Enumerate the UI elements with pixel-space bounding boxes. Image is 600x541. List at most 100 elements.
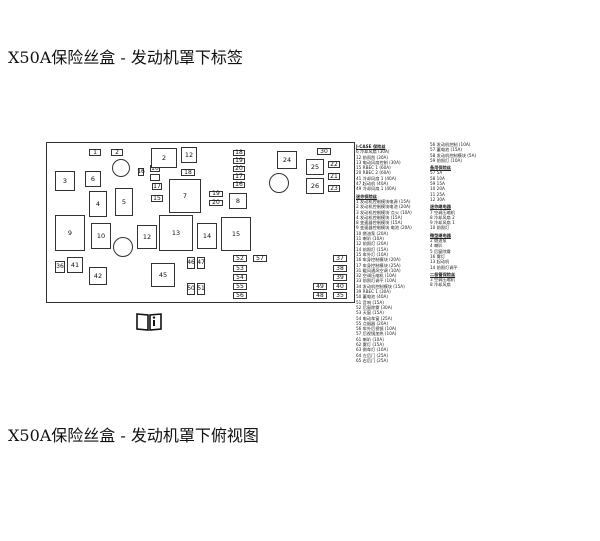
fuse-slot: 15 [151, 195, 163, 202]
fuse-slot: 22 [328, 161, 340, 168]
legend-entry: 7 空调压缩机 [430, 209, 455, 215]
relay-slot: 25 [306, 159, 324, 175]
fuse-slot: 35 [333, 292, 347, 299]
fuse-slot: 51 [197, 283, 205, 295]
fuse-slot: 52 [233, 255, 247, 262]
legend-entry: 51 音响 (15A) [356, 299, 384, 305]
fuse-slot: 53 [233, 265, 247, 272]
legend-entry: 16 雾灯 [430, 253, 446, 259]
fuse-slot: 49 [313, 283, 327, 290]
legend-entry: 57 5A [430, 170, 443, 176]
legend-entry: 52 后窗除雾 (30A) [356, 304, 393, 310]
relay-slot: 41 [67, 257, 83, 273]
legend-entry: 3 空调压缩机 [430, 277, 455, 283]
legend-entry: 13 起动机 [430, 259, 450, 265]
relay-slot: 13 [159, 215, 193, 251]
relay-slot: 2 [151, 148, 177, 168]
legend-entry: 8 变速器控制模块 (15A) [356, 220, 403, 226]
legend-entry: 8 冷却风扇 [430, 282, 451, 288]
legend-entry: 47 起动机 (40A) [356, 181, 389, 187]
legend-entry: 5 后窗除雾 [430, 248, 451, 254]
relay-slot: 5 [115, 188, 133, 216]
legend-entry: 2 发动机控制模块电池 (20A) [356, 204, 411, 210]
legend-entry: 11 喇叭 (10A) [356, 236, 384, 242]
fuse-slot: 56 [233, 292, 247, 299]
fuse-slot: 20 [233, 166, 245, 172]
page-heading-top-view: X50A保险丝盒 - 发动机罩下俯视图 [8, 426, 259, 445]
legend-section-title: 迷你继电器 [430, 204, 451, 210]
legend-section-title: 二极管保险丝 [430, 271, 456, 277]
fuse-slot: 18 [233, 150, 245, 156]
legend-entry: 65 右后门 (25A) [356, 357, 389, 363]
fuse-slot: 19 [209, 191, 223, 197]
fuse-slot: 50 [187, 283, 195, 295]
legend-entry: 58 发动机控制模块 (5A) [430, 152, 477, 158]
relay-slot: 4 [89, 191, 107, 217]
legend-entry: 59 15A [430, 181, 445, 187]
relay-slot: 12 [137, 225, 157, 249]
legend-entry: 10 20A [430, 186, 445, 192]
fuse-slot: 39 [333, 274, 347, 281]
fuse-slot: 48 [313, 292, 327, 299]
legend-entry: 3 发动机控制模块 点火 (10A) [356, 209, 412, 215]
legend-entry: 4 喇叭 [430, 243, 443, 249]
legend-entry: 16 车身控制模块 (20A) [356, 257, 401, 263]
legend-section-title: 微型继电器 [430, 232, 451, 238]
legend-entry: 41 冷却风扇 1 (40A) [356, 175, 397, 181]
fuse-slot: 30 [317, 148, 331, 155]
relay-slot: 12 [181, 147, 197, 163]
fuse-slot: 17 [233, 174, 245, 180]
relay-slot: 14 [197, 223, 217, 249]
stud-terminal [112, 159, 130, 177]
legend-entry: 10 燃油泵 (20A) [356, 230, 389, 236]
relay-slot: 7 [169, 179, 201, 213]
legend-entry: 33 前照灯调平 (10A) [356, 278, 397, 284]
legend-entry: 63 倒车灯 (10A) [356, 347, 389, 353]
legend-entry: 15 RBEC 1 (60A) [356, 165, 391, 171]
legend-entry: 12 前照灯 (20A) [356, 241, 389, 247]
legend-entry: 15 车外灯 (10A) [356, 251, 389, 257]
legend-entry: 57 后视镜加热 (10A) [356, 331, 397, 337]
legend-entry: 1 发动机控制模块电源 (15A) [356, 198, 411, 204]
legend-entry: 2 燃油泵 [430, 238, 447, 244]
fuse-slot: 17 [152, 182, 162, 190]
legend-entry: 58 10A [430, 175, 445, 181]
legend-entry: 62 雾灯 (15A) [356, 341, 384, 347]
legend-entry: 50 蓄电池 (40A) [356, 294, 389, 300]
relay-slot: 42 [89, 267, 107, 285]
fuse-slot [150, 174, 160, 181]
legend-entry: 56 发动机控制 (10A) [430, 142, 471, 147]
legend-entry: 10 前照灯 [430, 225, 450, 231]
fuse-slot: 37 [333, 255, 347, 262]
fuse-box-diagram: 1 2 3 6 16 10 2 12 18 17 4 5 7 15 18 19 … [46, 142, 355, 303]
legend-entry: 32 空调压缩机 (10A) [356, 273, 397, 279]
fuse-slot: 2 [111, 149, 123, 156]
legend-section-title: J-CASE 保险丝 [356, 144, 386, 149]
relay-slot: 26 [306, 178, 324, 194]
fuse-slot: 57 [253, 255, 267, 262]
relay-slot: 24 [277, 151, 297, 169]
fuse-slot: 55 [233, 283, 247, 290]
legend-entry: 4 发动机控制模块 (15A) [356, 214, 403, 220]
fuse-slot: 20 [209, 200, 223, 206]
fuse-slot: 23 [328, 185, 340, 192]
fuse-slot: 38 [333, 265, 347, 272]
legend-entry: 6 冷却风扇 (30A) [356, 149, 390, 155]
legend-entry: 61 喇叭 (10A) [356, 336, 384, 342]
fuse-slot: 1 [89, 149, 101, 156]
fuse-slot: 40 [333, 283, 347, 290]
legend-entry: 11 25A [430, 191, 445, 197]
relay-slot: 3 [55, 171, 75, 191]
legend-entry: 31 暖风通风空调 (10A) [356, 267, 401, 273]
legend-entry: 13 电动风扇控制 (30A) [356, 159, 401, 165]
legend-section-title: 备用保险丝 [430, 165, 451, 171]
relay-slot: 15 [221, 217, 251, 251]
fuse-slot: 18 [181, 169, 195, 176]
legend-entry: 49 冷却风扇 1 (40A) [356, 186, 397, 192]
fuse-slot: 21 [328, 173, 340, 180]
legend-entry: 55 点烟器 (20A) [356, 320, 389, 326]
page-heading-labels: X50A保险丝盒 - 发动机罩下标签 [8, 48, 243, 67]
legend-entry: 54 电动车窗 (25A) [356, 315, 393, 321]
relay-slot: 45 [151, 263, 175, 287]
